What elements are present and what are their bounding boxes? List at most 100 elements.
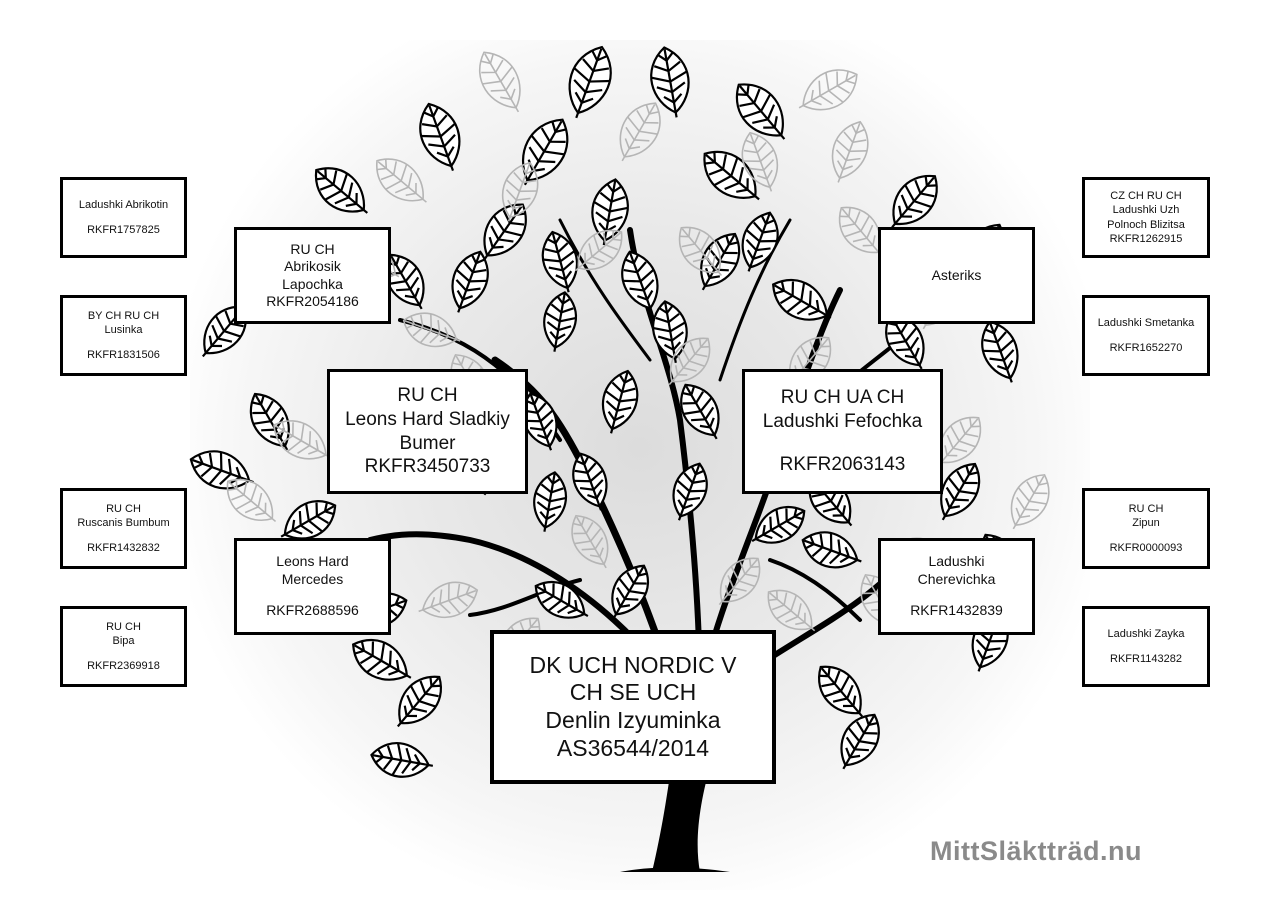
sd-dam-reg: RKFR2369918: [87, 660, 160, 673]
ss-dam-name: Lusinka: [104, 323, 143, 336]
sd-dam-box[interactable]: RU CH Bipa RKFR2369918: [60, 606, 187, 687]
leaf-icon: [522, 118, 569, 186]
sire-sire-title: RU CH: [290, 240, 335, 257]
leaf-icon: [385, 253, 425, 310]
leaf-icon: [1010, 474, 1050, 530]
sire-reg: RKFR3450733: [364, 456, 491, 478]
leaf-icon: [672, 462, 708, 521]
sire-name-2: Bumer: [399, 432, 456, 454]
leaf-icon: [352, 638, 412, 681]
leaf-icon: [831, 120, 869, 183]
ds-sire-name-1: Ladushki Uzh: [1112, 204, 1180, 217]
sire-dam-name-1: Leons Hard: [276, 553, 349, 570]
leaf-icon: [568, 45, 612, 119]
ss-sire-reg: RKFR1757825: [87, 224, 160, 236]
leaf-icon: [818, 665, 864, 718]
leaf-icon: [940, 462, 981, 521]
ds-dam-box[interactable]: Ladushki Smetanka RKFR1652270: [1082, 295, 1210, 376]
leaf-icon: [273, 420, 331, 460]
dd-dam-reg: RKFR1143282: [1110, 653, 1182, 665]
ds-dam-name: Ladushki Smetanka: [1097, 316, 1195, 329]
dam-dam-name-2: Cherevichka: [917, 570, 996, 587]
leaf-icon: [767, 589, 816, 632]
leaf-icon: [703, 150, 760, 201]
leaf-icon: [718, 557, 761, 606]
leaf-icon: [751, 505, 806, 544]
ss-dam-reg: RKFR1831506: [87, 349, 160, 362]
leaf-icon: [650, 46, 690, 118]
ss-sire-box[interactable]: Ladushki Abrikotin RKFR1757825: [60, 177, 187, 258]
sd-dam-name: Bipa: [112, 634, 135, 647]
leaf-icon: [533, 471, 567, 532]
leaf-icon: [591, 178, 629, 246]
leaf-icon: [314, 167, 369, 214]
dam-reg: RKFR2063143: [779, 453, 906, 475]
leaf-icon: [478, 51, 521, 113]
leaf-icon: [619, 102, 661, 162]
sire-dam-name-2: Mercedes: [281, 570, 344, 587]
leaf-icon: [370, 742, 434, 778]
leaf-icon: [678, 226, 723, 277]
leaf-icon: [801, 531, 862, 569]
root-dog-box[interactable]: DK UCH NORDIC V CH SE UCH Denlin Izyumin…: [490, 630, 776, 784]
leaf-icon: [937, 416, 982, 467]
sire-sire-name-2: Lapochka: [282, 275, 343, 292]
root-title-2: CH SE UCH: [569, 679, 697, 706]
leaf-icon: [668, 337, 711, 386]
dam-title: RU CH UA CH: [780, 387, 905, 409]
sire-sire-box[interactable]: RU CH Abrikosik Lapochka RKFR2054186: [234, 227, 391, 324]
leaf-icon: [376, 158, 427, 203]
leaf-icon: [735, 83, 786, 140]
leaf-icon: [534, 580, 589, 619]
sire-name-1: Leons Hard Sladkiy: [345, 408, 510, 430]
leaf-icon: [418, 581, 479, 619]
dd-dam-name: Ladushki Zayka: [1107, 627, 1185, 640]
sd-sire-name: Ruscanis Bumbum: [77, 516, 170, 529]
leaf-icon: [840, 713, 880, 770]
trunk-base: [620, 867, 730, 872]
ds-sire-title: CZ CH RU CH: [1110, 189, 1182, 202]
dd-sire-reg: RKFR0000093: [1109, 542, 1183, 555]
leaf-icon: [981, 320, 1019, 383]
root-name: Denlin Izyuminka: [545, 707, 721, 733]
dam-sire-box[interactable]: Asteriks: [878, 227, 1035, 324]
sd-sire-title: RU CH: [106, 502, 141, 515]
sire-sire-name-1: Abrikosik: [284, 258, 341, 274]
sire-box[interactable]: RU CH Leons Hard Sladkiy Bumer RKFR34507…: [327, 369, 528, 494]
ds-sire-box[interactable]: CZ CH RU CH Ladushki Uzh Polnoch Blizits…: [1082, 177, 1210, 258]
dam-dam-box[interactable]: Ladushki Cherevichka RKFR1432839: [878, 538, 1035, 635]
leaf-icon: [601, 369, 639, 434]
dd-sire-name: Zipun: [1132, 516, 1160, 529]
leaf-icon: [652, 300, 688, 364]
sire-title: RU CH: [397, 385, 458, 406]
dam-name: Ladushki Fefochka: [762, 411, 923, 433]
leaf-icon: [189, 450, 254, 490]
dam-dam-name-1: Ladushki: [928, 553, 985, 570]
dam-box[interactable]: RU CH UA CH Ladushki Fefochka RKFR206314…: [742, 369, 943, 494]
sd-sire-box[interactable]: RU CH Ruscanis Bumbum RKFR1432832: [60, 488, 187, 569]
sd-dam-title: RU CH: [106, 620, 141, 633]
leaf-icon: [621, 250, 659, 313]
ss-dam-box[interactable]: BY CH RU CH Lusinka RKFR1831506: [60, 295, 187, 376]
leaf-icon: [574, 229, 623, 272]
leaf-icon: [501, 161, 539, 222]
dd-dam-box[interactable]: Ladushki Zayka RKFR1143282: [1082, 606, 1210, 687]
leaf-icon: [611, 564, 650, 619]
dd-sire-box[interactable]: RU CH Zipun RKFR0000093: [1082, 488, 1210, 569]
ds-sire-reg: RKFR1262915: [1109, 232, 1183, 245]
leaf-icon: [571, 514, 609, 569]
leaves-dark: [189, 45, 1020, 778]
leaf-icon: [891, 174, 938, 229]
sire-dam-reg: RKFR2688596: [266, 602, 359, 619]
sd-sire-reg: RKFR1432832: [87, 542, 160, 555]
leaf-icon: [798, 69, 858, 111]
leaf-icon: [772, 278, 832, 321]
sire-dam-box[interactable]: Leons Hard Mercedes RKFR2688596: [234, 538, 391, 635]
ss-dam-title: BY CH RU CH: [87, 309, 160, 322]
dam-dam-reg: RKFR1432839: [910, 602, 1003, 619]
ss-sire-name: Ladushki Abrikotin: [78, 198, 169, 211]
ds-dam-reg: RKFR1652270: [1109, 342, 1183, 354]
brand-logo: MittSläktträd.nu: [930, 836, 1143, 866]
leaf-icon: [226, 478, 277, 523]
